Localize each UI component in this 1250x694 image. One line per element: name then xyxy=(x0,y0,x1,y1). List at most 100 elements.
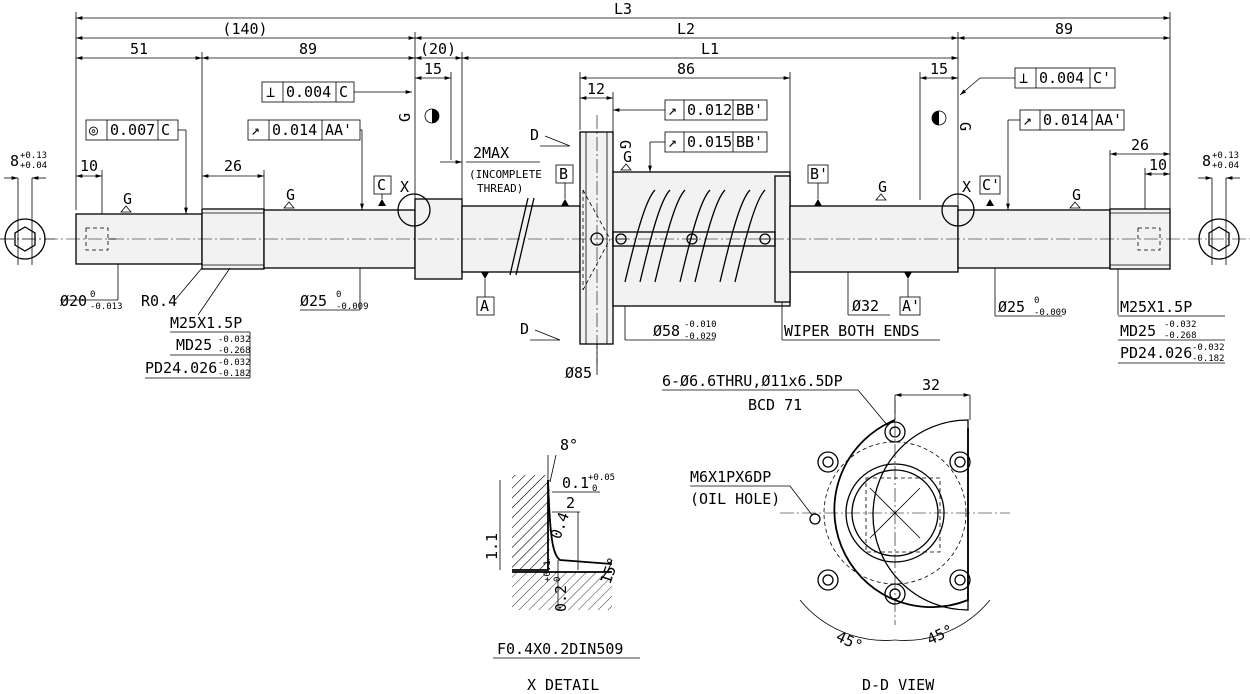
eight-right-base: 8 xyxy=(1202,152,1211,170)
dim-l1: L1 xyxy=(701,40,719,58)
oil-hole xyxy=(809,513,821,525)
svg-text:G: G xyxy=(878,178,887,196)
svg-text:0: 0 xyxy=(1034,296,1039,306)
dimension-lines xyxy=(75,12,1171,215)
svg-text:G: G xyxy=(396,113,414,122)
svg-text:BB': BB' xyxy=(736,101,763,119)
svg-text:↗: ↗ xyxy=(251,121,260,139)
svg-text:↗: ↗ xyxy=(668,101,677,119)
phi58-label: Ø58 xyxy=(653,322,680,340)
dim-15-right: 15 xyxy=(930,60,948,78)
svg-text:+0.05: +0.05 xyxy=(588,473,615,483)
left-end-view xyxy=(0,176,55,265)
two-max-label: 2MAX xyxy=(473,144,509,162)
dim-26-left: 26 xyxy=(224,157,242,175)
x-label-left: X xyxy=(400,178,409,196)
f-note: F0.4X0.2DIN509 xyxy=(497,640,623,658)
section-d-top: D xyxy=(530,126,539,144)
svg-text:-0.182: -0.182 xyxy=(1192,354,1225,364)
angle-45-left: 45° xyxy=(833,627,865,655)
phi32-label: Ø32 xyxy=(852,297,879,315)
dim-12: 12 xyxy=(587,80,605,98)
concentricity-frame: ◎ 0.007 C xyxy=(85,119,188,214)
svg-text:-0.268: -0.268 xyxy=(1164,331,1197,341)
surface-marks: G G G G G G G G xyxy=(119,108,1081,215)
datum-c-prime: C' xyxy=(982,176,1000,194)
x-dim-01: 0.1 xyxy=(562,474,589,492)
dim-89-left: 89 xyxy=(299,40,317,58)
svg-text:C: C xyxy=(339,83,348,101)
x-dim-04: 0.4 xyxy=(547,510,573,542)
dim-89-right: 89 xyxy=(1055,20,1073,38)
dim-26-right: 26 xyxy=(1131,136,1149,154)
runout-bb-top-frame: ↗ 0.012 BB' xyxy=(613,99,768,121)
x-detail-view: 8° 0.1 +0.05 0 2 0.4 1.1 15° 0.2 +0.1 0 … xyxy=(483,436,640,694)
left-thread-m: M25X1.5P xyxy=(170,314,242,332)
runout-aa-left-frame: ↗ 0.014 AA' xyxy=(247,119,364,210)
dd-view: 32 6-Ø6.6THRU,Ø11x6.5DP BCD 71 M6X1PX6DP… xyxy=(662,372,1010,694)
nut-flange xyxy=(579,131,614,345)
left-thread-md: MD25 xyxy=(176,336,212,354)
phi85-label: Ø85 xyxy=(565,364,592,382)
svg-text:0: 0 xyxy=(336,290,341,300)
runout-bb-bottom-frame: ↗ 0.015 BB' xyxy=(648,131,768,172)
svg-text:◎: ◎ xyxy=(89,121,98,139)
svg-text:G: G xyxy=(616,140,634,149)
datum-b: B xyxy=(559,165,568,183)
x-dim-02: 0.2 xyxy=(552,585,570,612)
svg-text:0.014: 0.014 xyxy=(272,121,317,139)
x-label-right: X xyxy=(962,178,971,196)
phi20-label: Ø20 xyxy=(60,292,87,310)
svg-text:C': C' xyxy=(1093,69,1111,87)
dim-10-left: 10 xyxy=(80,157,98,175)
right-thread-md: MD25 xyxy=(1120,322,1156,340)
ball-circuits xyxy=(624,189,766,283)
svg-text:0: 0 xyxy=(90,290,95,300)
dd-dim-32: 32 xyxy=(922,376,940,394)
svg-text:-0.013: -0.013 xyxy=(90,302,123,312)
dim-l3: L3 xyxy=(614,0,632,18)
right-end-view xyxy=(1198,176,1240,265)
datum-b-prime: B' xyxy=(810,165,828,183)
svg-text:0.007: 0.007 xyxy=(110,121,155,139)
shaft xyxy=(0,115,1250,365)
svg-text:-0.032: -0.032 xyxy=(218,358,251,368)
dim-10-right: 10 xyxy=(1149,156,1167,174)
r04-label: R0.4 xyxy=(141,292,177,310)
svg-text:G: G xyxy=(123,190,132,208)
x-dim-11: 1.1 xyxy=(483,533,501,560)
svg-text:C: C xyxy=(161,121,170,139)
eight-left-lo: +0.04 xyxy=(20,161,47,171)
svg-text:-0.032: -0.032 xyxy=(218,335,251,345)
wiper-label: WIPER BOTH ENDS xyxy=(784,322,919,340)
svg-text:G: G xyxy=(956,122,974,131)
svg-text:-0.009: -0.009 xyxy=(1034,308,1067,318)
bcd-label: BCD 71 xyxy=(748,396,802,414)
svg-text:0.014: 0.014 xyxy=(1043,111,1088,129)
svg-text:0: 0 xyxy=(592,484,597,494)
svg-text:-0.009: -0.009 xyxy=(336,302,369,312)
svg-text:-0.010: -0.010 xyxy=(684,320,717,330)
eight-right-up: +0.13 xyxy=(1212,151,1239,161)
svg-text:0.004: 0.004 xyxy=(1039,69,1084,87)
holes-label: 6-Ø6.6THRU,Ø11x6.5DP xyxy=(662,372,843,390)
svg-text:0.015: 0.015 xyxy=(687,133,732,151)
dim-140: (140) xyxy=(222,20,267,38)
svg-text:⊥: ⊥ xyxy=(1019,69,1028,87)
svg-text:-0.029: -0.029 xyxy=(684,332,717,342)
dimension-texts: L3 (140) L2 89 51 89 (20) L1 15 86 15 12… xyxy=(80,0,1167,175)
dim-20: (20) xyxy=(420,40,456,58)
x-angle-8: 8° xyxy=(560,436,578,454)
oil-label-2: (OIL HOLE) xyxy=(690,490,780,508)
right-thread-m: M25X1.5P xyxy=(1120,298,1192,316)
dim-15-left: 15 xyxy=(424,60,442,78)
incomplete-thread-label-2: THREAD) xyxy=(477,182,523,195)
oil-label-1: M6X1PX6DP xyxy=(690,468,771,486)
dim-51: 51 xyxy=(130,40,148,58)
tolerance-frames: ⊥ 0.004 C ⊥ 0.004 C' ◎ 0.007 C xyxy=(85,67,1125,214)
perp-left-frame: ⊥ 0.004 C xyxy=(261,81,412,103)
left-thread-pd: PD24.026 xyxy=(145,359,217,377)
svg-text:-0.032: -0.032 xyxy=(1164,320,1197,330)
svg-text:G: G xyxy=(286,186,295,204)
